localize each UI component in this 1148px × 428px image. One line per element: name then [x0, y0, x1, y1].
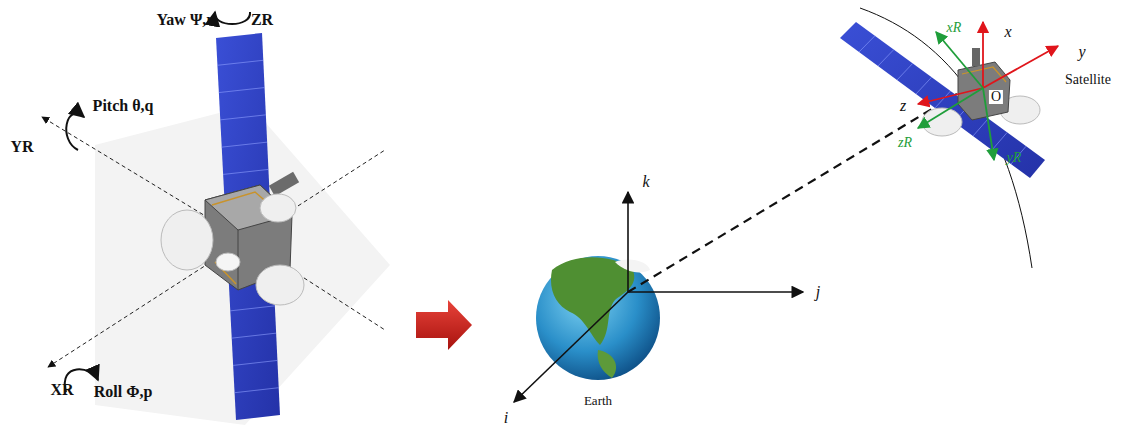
- transition-arrow: [416, 300, 472, 350]
- axis-name: zR: [898, 136, 912, 150]
- satellite-body: [922, 48, 1040, 136]
- body-name: Earth: [584, 394, 612, 407]
- position-line: [628, 92, 960, 292]
- axis-name: i: [504, 410, 508, 426]
- axis-name: yR: [1007, 151, 1022, 165]
- body-axes: [42, 42, 385, 367]
- axis-name: ZR: [251, 12, 273, 28]
- axis-name: z: [900, 98, 906, 114]
- axis-name: y: [1078, 44, 1085, 60]
- axis-name: j: [816, 284, 820, 300]
- solar-panel: [840, 22, 1045, 178]
- satellite-body: [161, 172, 304, 305]
- origin-label: O: [989, 90, 1003, 104]
- body-name: Satellite: [1065, 73, 1111, 87]
- axis-name: Yaw Ψ,r: [157, 12, 214, 28]
- axis-name: Roll Φ,p: [94, 384, 153, 400]
- axis-name: xR: [947, 21, 962, 35]
- axis-name: x: [1004, 24, 1011, 40]
- axis-name: Pitch θ,q: [93, 98, 154, 114]
- inertial-axes: [514, 192, 803, 402]
- axis-name: k: [642, 174, 649, 190]
- orbit-frame: [918, 22, 1058, 104]
- axis-name: YR: [10, 139, 33, 155]
- earth: [536, 256, 660, 380]
- body-frame: [918, 32, 994, 160]
- axis-name: XR: [50, 382, 73, 398]
